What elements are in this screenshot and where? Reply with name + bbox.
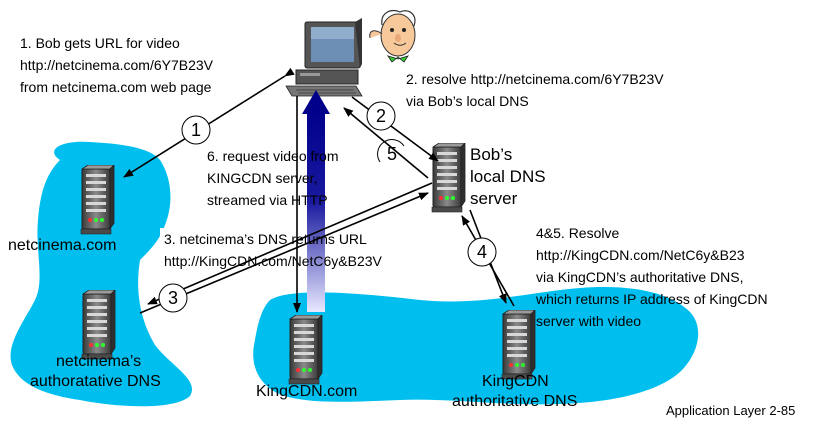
arrow-step3-to-dns [147, 182, 433, 305]
step1-text: 1. Bob gets URL for video http://netcine… [20, 32, 213, 98]
step45-line2: http://KingCDN.com/NetC6y&B23 [536, 247, 745, 263]
kingcdn-dns-server-icon [501, 310, 536, 380]
bob-face-icon [369, 9, 416, 63]
footer-label: Application Layer 2-85 [666, 403, 796, 418]
step6-line3: streamed via HTTP [207, 192, 328, 208]
step3-line2: http://KingCDN.com/NetC6y&B23V [164, 253, 382, 269]
kingcdn-cloud [253, 287, 699, 405]
step1-line2: http://netcinema.com/6Y7B23V [20, 57, 213, 73]
kingcdn-server-icon [288, 315, 323, 385]
netcinema-label: netcinema.com [8, 237, 117, 254]
bob-computer-icon [285, 18, 363, 97]
arrow-step3-return [139, 192, 429, 314]
video-stream-arrow [307, 112, 325, 312]
step-circle-4: 4 [467, 237, 497, 267]
step6-text: 6. request video from KINGCDN server, st… [207, 145, 339, 211]
step-circle-2-label: 2 [376, 106, 386, 126]
arrow-step2 [351, 96, 439, 162]
netcinema-dns-server-icon [81, 290, 116, 360]
netcinema-dns-line1: netcinema’s [56, 353, 142, 370]
local-dns-line2: local DNS [470, 167, 546, 186]
netcinema-server-icon [80, 165, 115, 235]
video-stream-arrow-head [302, 90, 330, 114]
netcinema-dns-line2: authoratative DNS [30, 373, 161, 390]
step6-line1: 6. request video from [207, 148, 339, 164]
step6-line2: KINGCDN server, [207, 170, 318, 186]
step3-line1: 3. netcinema’s DNS returns URL [164, 231, 367, 247]
step-circle-1-label: 1 [191, 120, 201, 140]
step45-line5: server with video [536, 313, 642, 329]
step-circle-5: 5 [377, 139, 405, 164]
step-circle-5-label: 5 [387, 144, 397, 164]
netcinema-cloud [10, 141, 192, 407]
step-circle-1: 1 [181, 115, 211, 145]
step-circle-3: 3 [158, 283, 188, 313]
step2-line1: 2. resolve http://netcinema.com/6Y7B23V [406, 71, 664, 87]
local-dns-server-icon [431, 143, 466, 213]
kingcdn-dns-line2: authoritative DNS [452, 393, 578, 410]
local-dns-label: Bob’s local DNS server [470, 144, 546, 210]
step45-line1: 4&5. Resolve [536, 225, 620, 241]
netcinema-dns-label: netcinema’s authoratative DNS [30, 352, 161, 392]
step2-text: 2. resolve http://netcinema.com/6Y7B23V … [406, 68, 664, 112]
step45-line3: via KingCDN’s authoritative DNS, [536, 269, 744, 285]
step-circle-3-label: 3 [168, 288, 178, 308]
step-circle-2: 2 [366, 101, 396, 131]
step45-line4: which returns IP address of KingCDN [536, 291, 768, 307]
kingcdn-dns-line1: KingCDN [482, 373, 549, 390]
kingcdn-dns-label: KingCDN authoritative DNS [452, 372, 577, 412]
local-dns-line3: server [470, 189, 518, 208]
arrow-step5-return [343, 107, 429, 179]
local-dns-line1: Bob’s [470, 145, 513, 164]
step2-line2: via Bob’s local DNS [406, 93, 529, 109]
step3-text: 3. netcinema’s DNS returns URL http://Ki… [164, 228, 382, 272]
step45-text: 4&5. Resolve http://KingCDN.com/NetC6y&B… [536, 222, 768, 332]
kingcdn-label: KingCDN.com [256, 383, 358, 400]
step-circle-4-label: 4 [477, 242, 487, 262]
step1-line1: 1. Bob gets URL for video [20, 35, 180, 51]
step1-line3: from netcinema.com web page [20, 79, 212, 95]
